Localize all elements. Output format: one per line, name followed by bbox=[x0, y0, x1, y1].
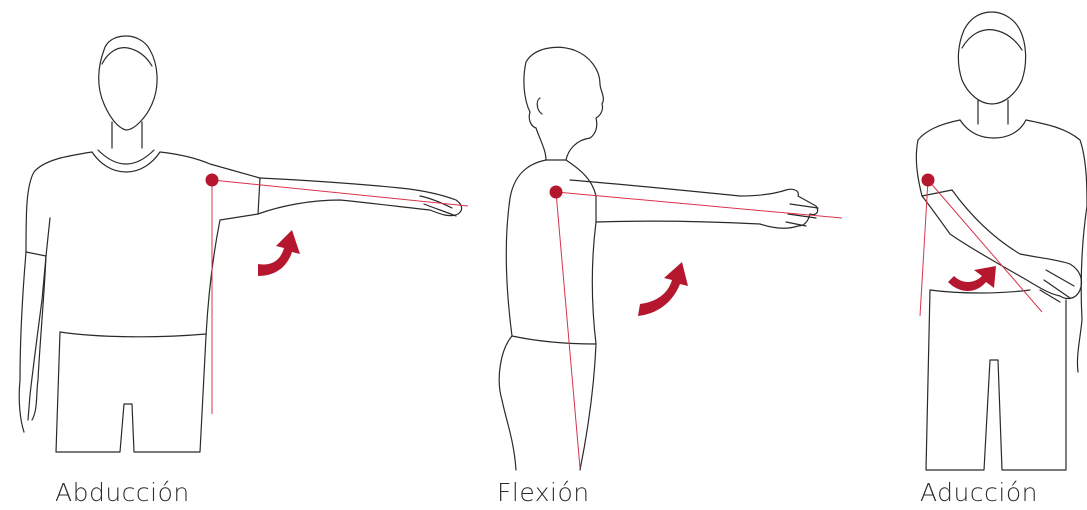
left-arm-outline bbox=[19, 252, 46, 432]
chest-outline bbox=[566, 160, 596, 344]
pants-outline bbox=[580, 344, 596, 470]
hair-line bbox=[962, 30, 1022, 50]
joint-pivot-icon bbox=[206, 174, 219, 187]
pants-outline bbox=[926, 290, 1066, 470]
figure-flexion bbox=[499, 47, 842, 470]
shirt-hem bbox=[60, 332, 206, 337]
shirt-hem bbox=[512, 336, 596, 344]
collar-outline bbox=[960, 120, 1026, 138]
raised-arm-outline bbox=[258, 178, 462, 216]
joint-pivot-icon bbox=[922, 174, 935, 187]
pants-outline bbox=[56, 332, 206, 452]
head-outline bbox=[958, 12, 1025, 104]
curved-arrow-icon bbox=[258, 230, 300, 276]
shirt-hem bbox=[930, 290, 1030, 293]
vertical-reference-line bbox=[920, 180, 928, 316]
figure-abduction bbox=[19, 36, 468, 452]
right-arm-outline bbox=[1077, 206, 1087, 372]
joint-pivot-icon bbox=[550, 186, 563, 199]
torso-outline bbox=[499, 160, 546, 470]
torso-left-outline bbox=[916, 120, 960, 196]
curved-arrow-icon bbox=[638, 262, 688, 316]
collar-inner bbox=[98, 150, 154, 164]
figure-adduction bbox=[916, 12, 1087, 470]
head-outline bbox=[99, 36, 157, 130]
curved-arrow-icon bbox=[948, 266, 996, 291]
neck-outline bbox=[112, 122, 142, 148]
vertical-reference-line bbox=[556, 192, 580, 468]
crossing-hand-outline bbox=[1040, 270, 1074, 302]
torso-right-outline bbox=[1026, 120, 1087, 206]
hair-line bbox=[102, 48, 152, 66]
ear-outline bbox=[537, 98, 542, 114]
collar-outline bbox=[92, 152, 160, 172]
caption-adduction: Aducción bbox=[920, 478, 1038, 507]
head-outline bbox=[524, 47, 603, 160]
caption-abduction: Abducción bbox=[55, 478, 190, 507]
crossing-arm-outline bbox=[922, 190, 1082, 298]
caption-flexion: Flexión bbox=[497, 478, 590, 507]
